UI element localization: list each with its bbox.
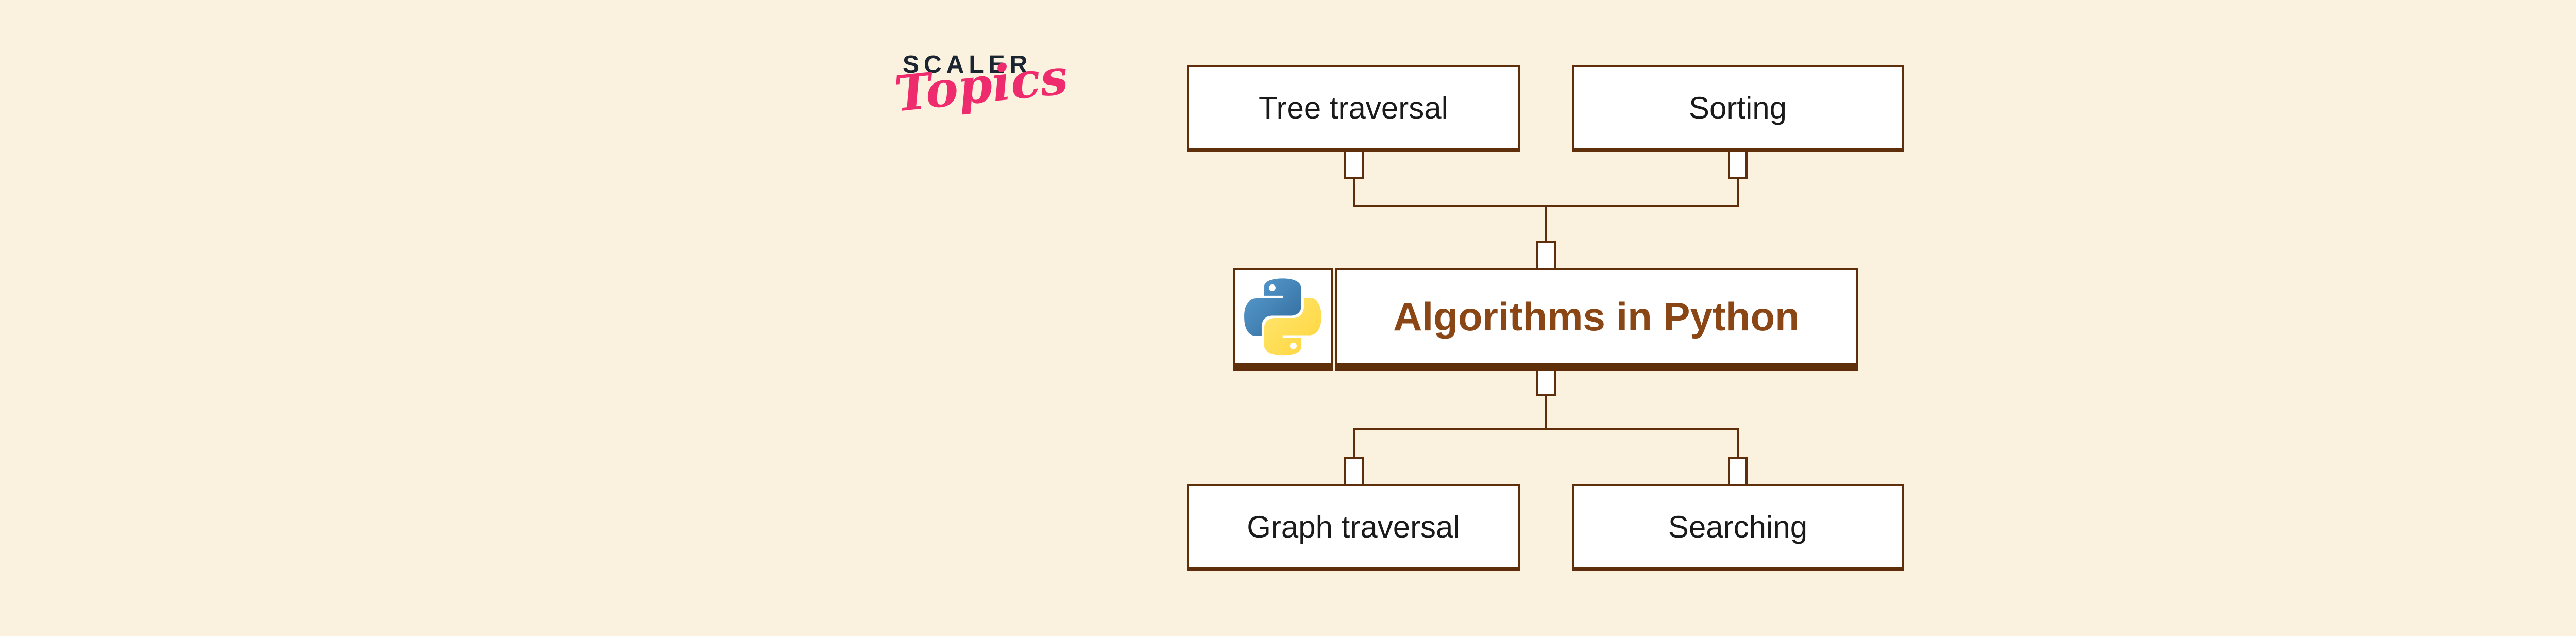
root-node-label: Algorithms in Python xyxy=(1393,294,1800,339)
python-logo-box xyxy=(1233,268,1333,371)
connector-root-up xyxy=(1545,206,1547,242)
port-sorting xyxy=(1728,150,1748,179)
port-tree-traversal xyxy=(1344,150,1364,179)
port-graph-traversal xyxy=(1344,457,1364,486)
node-label: Sorting xyxy=(1688,90,1787,125)
node-label: Searching xyxy=(1668,509,1808,544)
connector-search-up xyxy=(1737,429,1739,458)
node-algorithms-in-python: Algorithms in Python xyxy=(1335,268,1858,371)
connector-tree-down xyxy=(1353,178,1355,207)
port-root-top xyxy=(1536,241,1556,270)
port-root-bottom xyxy=(1536,369,1556,396)
node-graph-traversal: Graph traversal xyxy=(1187,484,1520,571)
connector-root-down xyxy=(1545,395,1547,429)
node-searching: Searching xyxy=(1572,484,1904,571)
port-searching xyxy=(1728,457,1748,486)
scaler-wordmark: SCALER xyxy=(903,51,1032,78)
python-icon xyxy=(1244,278,1321,355)
node-sorting: Sorting xyxy=(1572,65,1904,152)
node-label: Tree traversal xyxy=(1259,90,1448,125)
connector-bottom-horizontal xyxy=(1353,428,1739,430)
connector-sorting-down xyxy=(1737,178,1739,207)
node-tree-traversal: Tree traversal xyxy=(1187,65,1520,152)
node-label: Graph traversal xyxy=(1247,509,1460,544)
connector-graph-up xyxy=(1353,429,1355,458)
